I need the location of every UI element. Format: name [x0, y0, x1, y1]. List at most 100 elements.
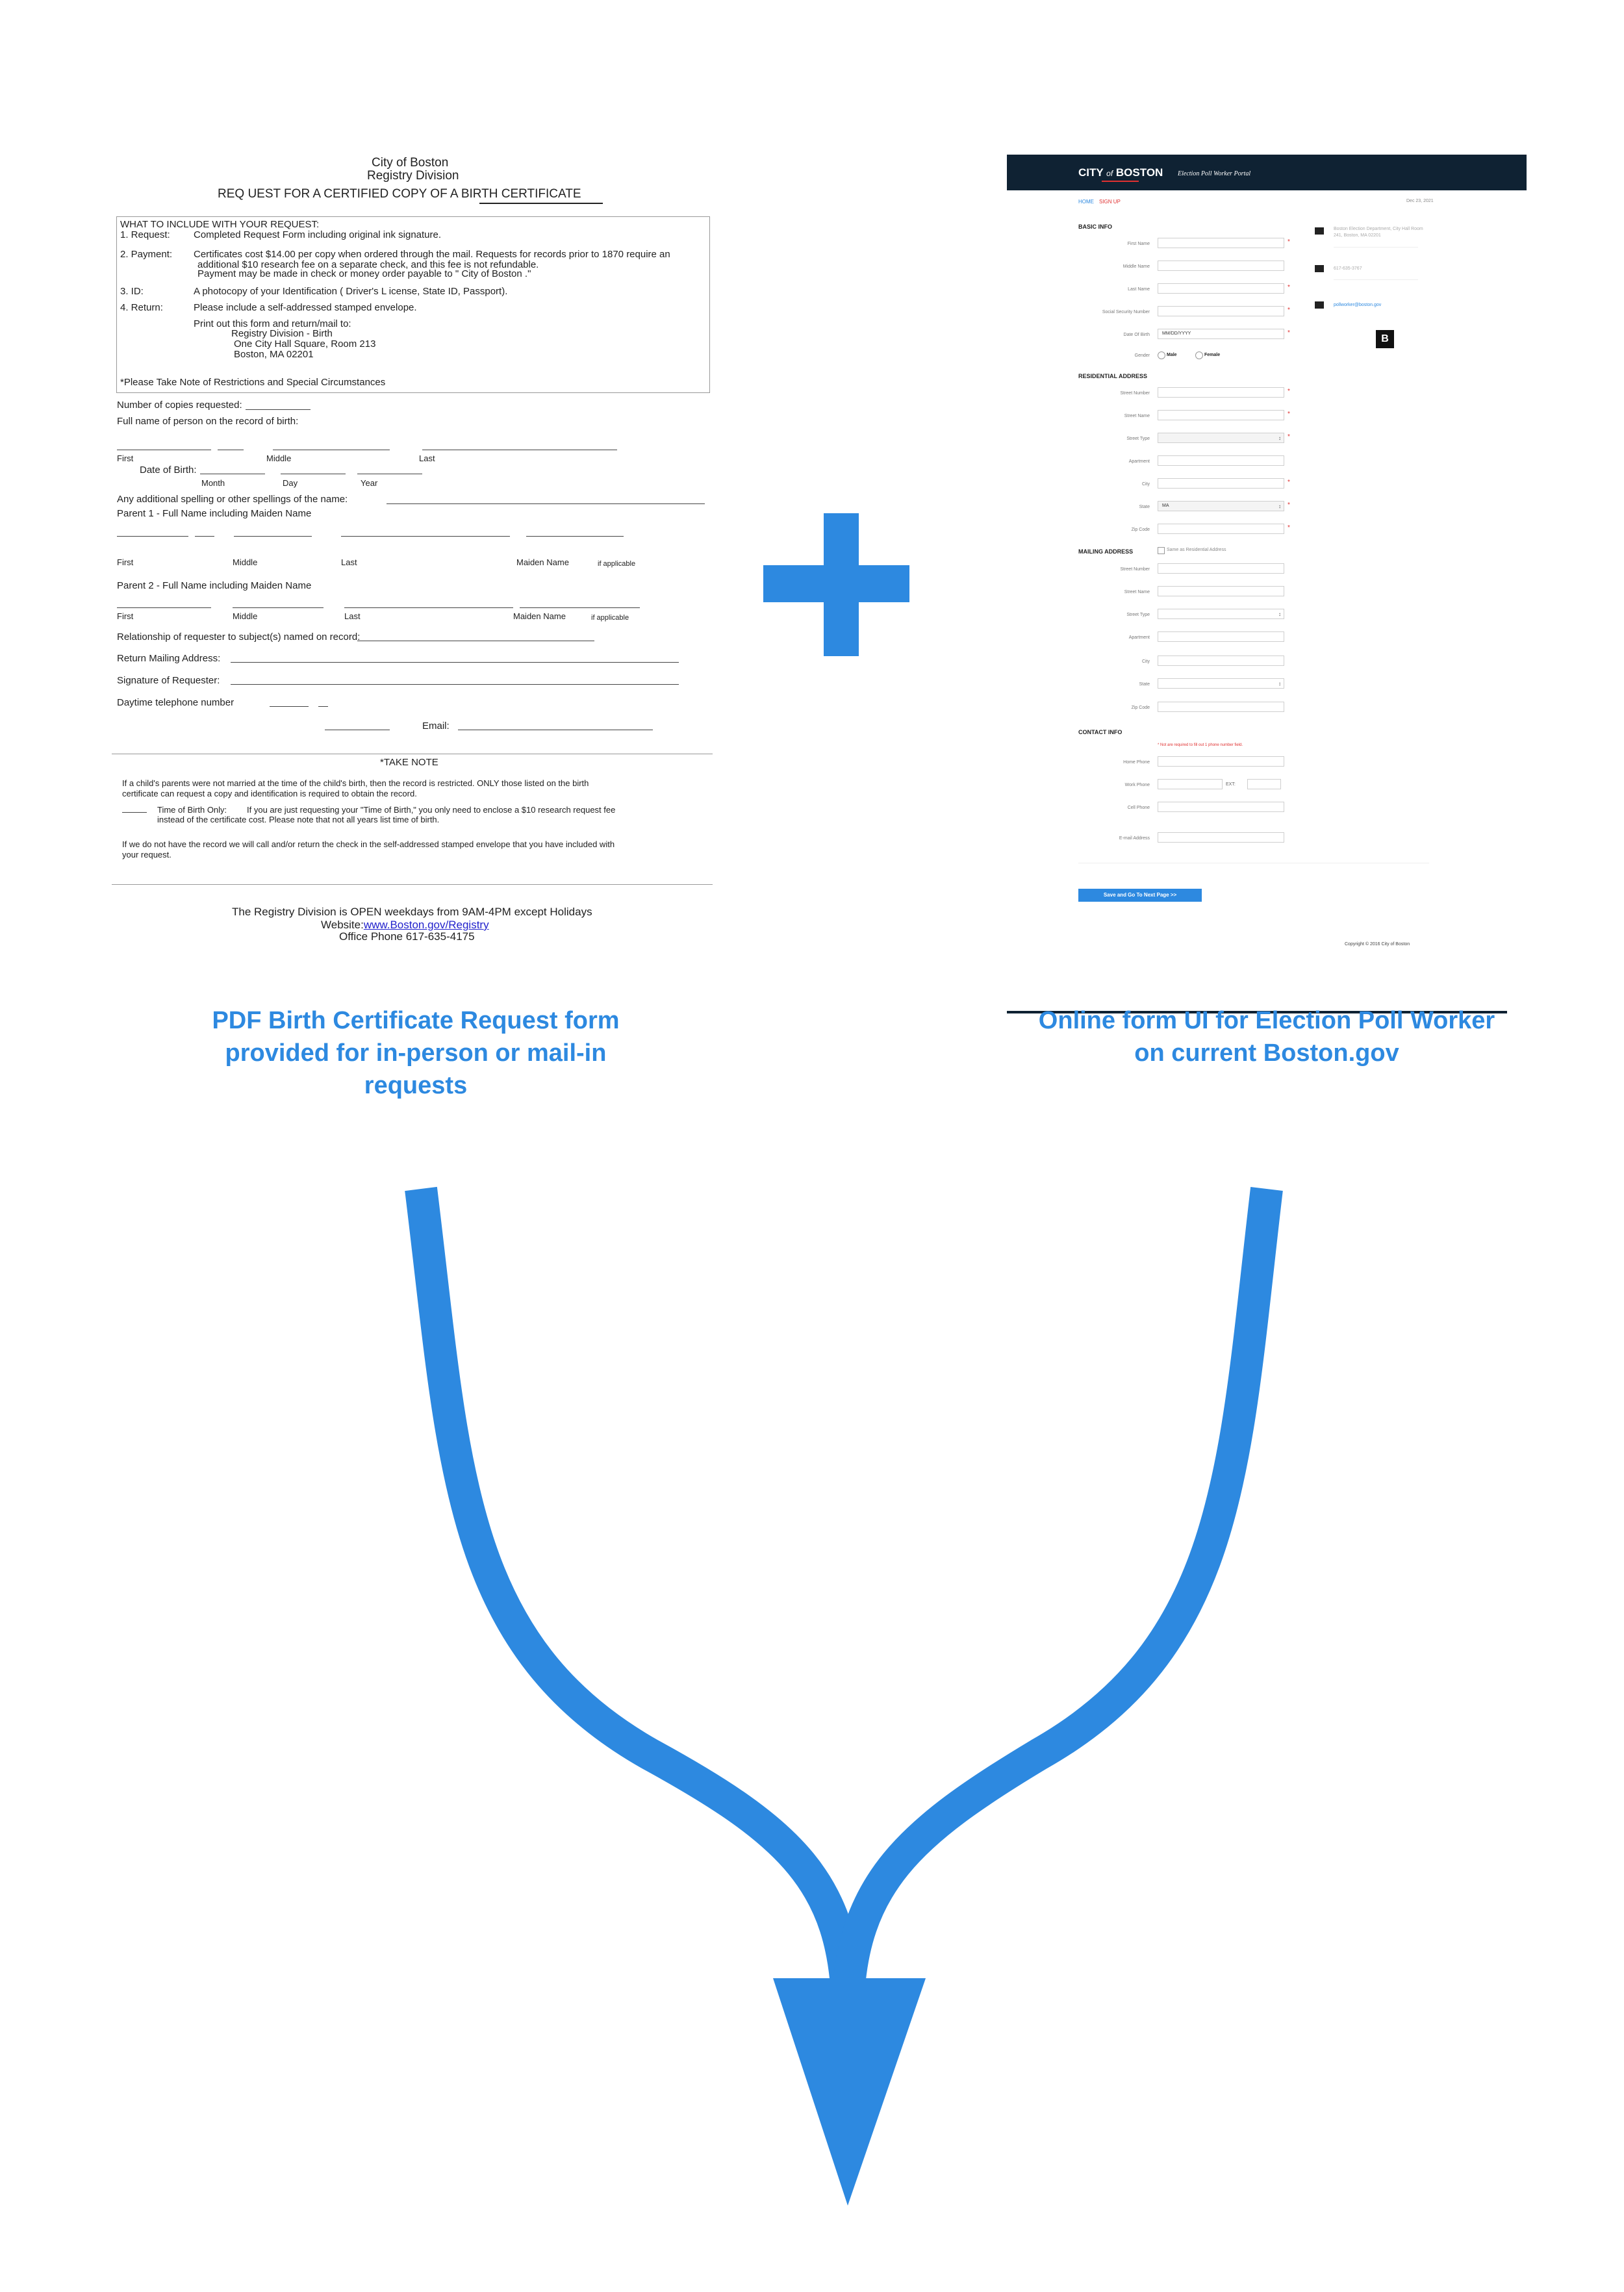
side-address: Boston Election Department, City Hall Ro… — [1334, 227, 1423, 238]
full-name-label: Full name of person on the record of bir… — [117, 416, 299, 427]
copies-line — [246, 409, 311, 410]
p2-middle-line — [233, 607, 324, 608]
left-caption: PDF Birth Certificate Request form provi… — [78, 1004, 754, 1102]
mail-street-type-select[interactable] — [1158, 609, 1284, 619]
ssn-label: Social Security Number — [1102, 310, 1150, 314]
phone-line2 — [318, 706, 328, 707]
p2-if-applicable: if applicable — [591, 614, 629, 622]
female-label: Female — [1204, 353, 1221, 357]
website-label: Website: — [321, 919, 364, 931]
p1-maiden-line — [526, 536, 624, 537]
side-divider — [1334, 279, 1418, 280]
res-street-number-input[interactable] — [1158, 387, 1284, 398]
website-link[interactable]: www.Boston.gov/Registry — [363, 919, 489, 931]
ext-input[interactable] — [1247, 779, 1281, 789]
request-label: 1. Request: — [120, 229, 170, 240]
middle-name-label: Middle Name — [1123, 264, 1150, 269]
mail-street-number-label: Street Number — [1120, 567, 1150, 572]
return-address-line — [231, 662, 679, 663]
side-divider — [1334, 247, 1418, 248]
mail-state-select[interactable] — [1158, 678, 1284, 689]
pdf-website: Website:www.Boston.gov/Registry — [321, 919, 489, 930]
res-apartment-input[interactable] — [1158, 455, 1284, 466]
copyright: Copyright © 2016 City of Boston — [1345, 942, 1410, 947]
res-city-input[interactable] — [1158, 478, 1284, 489]
arrow-head — [773, 1978, 926, 2206]
dob-label: Date Of Birth — [1123, 333, 1150, 337]
pdf-division: Registry Division — [367, 169, 459, 183]
take-note-p2-line1: If you are just requesting your "Time of… — [247, 805, 616, 815]
home-phone-label: Home Phone — [1123, 760, 1150, 765]
plus-horizontal-bar — [763, 565, 909, 602]
p1-if-applicable: if applicable — [598, 560, 636, 568]
required-mark: * — [1288, 238, 1290, 246]
p1-first: First — [117, 557, 134, 567]
take-note-p2-line2: instead of the certificate cost. Please … — [157, 815, 440, 824]
mail-city-input[interactable] — [1158, 656, 1284, 666]
p1-last-line — [341, 536, 510, 537]
res-state-select[interactable]: MA — [1158, 501, 1284, 511]
label-year: Year — [361, 478, 378, 488]
portal-footer-bar — [1007, 1011, 1507, 1013]
poll-worker-portal-screenshot: CITY of BOSTON Election Poll Worker Port… — [1007, 155, 1527, 1013]
nav-signup[interactable]: SIGN UP — [1099, 199, 1121, 205]
res-zip-input[interactable] — [1158, 524, 1284, 534]
email-label: Email: — [422, 720, 450, 732]
boston-b-logo: B — [1376, 330, 1394, 348]
pdf-phone: Office Phone 617-635-4175 — [339, 930, 475, 943]
phone-line1 — [270, 706, 309, 707]
take-note-box — [112, 754, 713, 885]
p1-last: Last — [341, 557, 357, 567]
mail-line2: Registry Division - Birth — [231, 328, 333, 339]
mail-zip-input[interactable] — [1158, 702, 1284, 712]
work-phone-input[interactable] — [1158, 779, 1223, 789]
female-radio[interactable] — [1195, 351, 1203, 359]
mail-street-name-input[interactable] — [1158, 586, 1284, 596]
res-street-name-label: Street Name — [1124, 414, 1150, 418]
signature-label: Signature of Requester: — [117, 675, 220, 686]
basic-info-heading: BASIC INFO — [1078, 223, 1113, 230]
male-label: Male — [1167, 353, 1177, 357]
male-radio[interactable] — [1158, 351, 1165, 359]
take-note-heading: *TAKE NOTE — [380, 757, 438, 768]
plus-icon — [763, 513, 909, 656]
portal-title: Election Poll Worker Portal — [1178, 170, 1251, 177]
same-as-residential-checkbox[interactable] — [1158, 547, 1165, 554]
mail-icon — [1315, 227, 1324, 235]
res-street-type-select[interactable] — [1158, 433, 1284, 443]
payment-line2: additional $10 research fee on a separat… — [197, 259, 539, 270]
home-phone-input[interactable] — [1158, 756, 1284, 767]
phone-note: * Not are required to fill out 1 phone n… — [1158, 743, 1243, 747]
p2-middle: Middle — [233, 611, 258, 621]
pdf-city: City of Boston — [372, 156, 449, 170]
p1-middle: Middle — [233, 557, 258, 567]
save-next-button[interactable]: Save and Go To Next Page >> — [1078, 889, 1202, 902]
same-as-residential-label: Same as Residential Address — [1167, 548, 1226, 552]
res-street-number-label: Street Number — [1120, 391, 1150, 396]
mail-street-type-label: Street Type — [1126, 613, 1150, 617]
res-street-name-input[interactable] — [1158, 410, 1284, 420]
ssn-input[interactable] — [1158, 306, 1284, 316]
mail-street-number-input[interactable] — [1158, 563, 1284, 574]
side-email[interactable]: pollworker@boston.gov — [1334, 303, 1382, 307]
last-name-input[interactable] — [1158, 283, 1284, 294]
brand-boston: BOSTON — [1115, 166, 1163, 179]
dob-input[interactable]: MM/DD/YYYY — [1158, 329, 1284, 339]
required-mark: * — [1288, 411, 1290, 418]
cell-phone-input[interactable] — [1158, 802, 1284, 812]
email-input[interactable] — [1158, 832, 1284, 843]
middle-name-input[interactable] — [1158, 261, 1284, 271]
work-phone-label: Work Phone — [1124, 783, 1150, 787]
first-name-input[interactable] — [1158, 238, 1284, 248]
ext-label: EXT: — [1226, 782, 1236, 787]
payment-label: 2. Payment: — [120, 249, 173, 260]
take-note-p1-line2: certificate can request a copy and ident… — [122, 789, 417, 798]
mail-city-label: City — [1141, 659, 1150, 664]
nav-home[interactable]: HOME — [1078, 199, 1094, 205]
pdf-title: REQ UEST FOR A CERTIFIED COPY OF A BIRTH… — [218, 187, 581, 201]
mail-zip-label: Zip Code — [1131, 706, 1150, 710]
required-mark: * — [1288, 329, 1290, 337]
mail-apartment-input[interactable] — [1158, 631, 1284, 642]
restrictions-note: *Please Take Note of Restrictions and Sp… — [120, 377, 386, 388]
left-caption-line3: requests — [364, 1072, 468, 1099]
